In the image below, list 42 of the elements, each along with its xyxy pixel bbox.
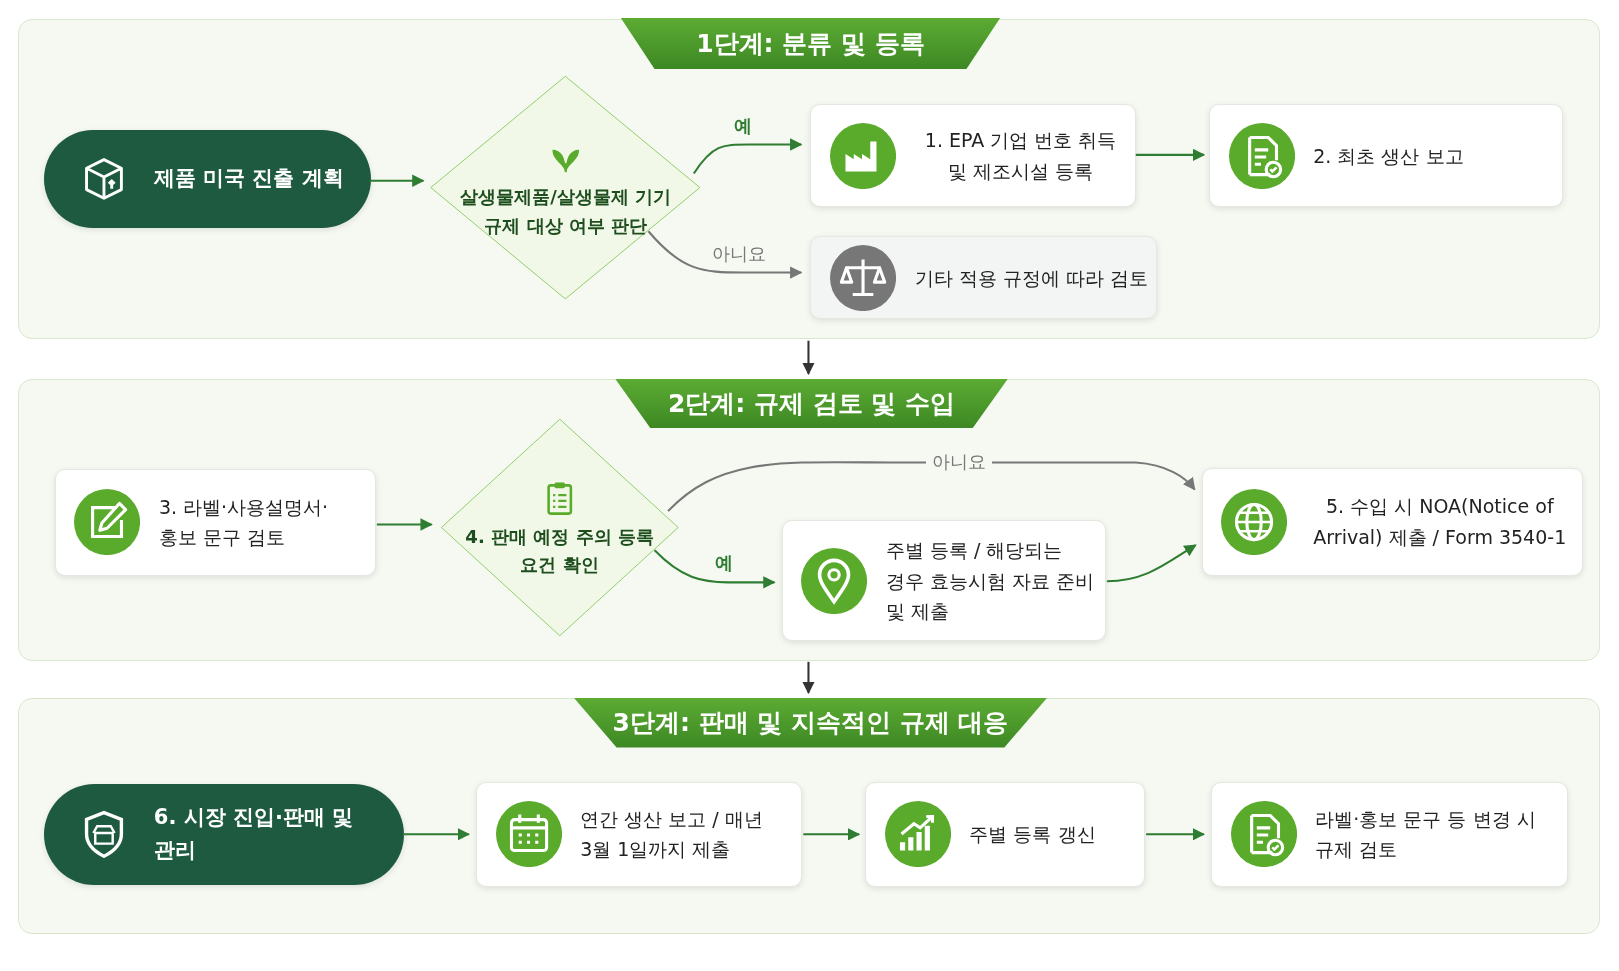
step-text: 1. EPA 기업 번호 취득 및 제조시설 등록 bbox=[923, 128, 1118, 184]
step-text: 라벨·홍보 문구 등 변경 시 규제 검토 bbox=[1315, 806, 1537, 863]
step-text: 주별 등록 갱신 bbox=[969, 822, 1097, 848]
step-text: 주별 등록 / 해당되는 경우 효능시험 자료 준비 및 제출 bbox=[885, 538, 1095, 624]
stage-heading: 3단계: 판매 및 지속적인 규제 대응 bbox=[574, 697, 1047, 748]
decision-diamond bbox=[438, 417, 681, 639]
stage-heading: 2단계: 규제 검토 및 수입 bbox=[615, 378, 1008, 429]
arrow bbox=[802, 661, 815, 695]
arrow bbox=[376, 518, 433, 531]
stage-panel bbox=[17, 18, 1601, 339]
step-box bbox=[475, 781, 803, 887]
step-box bbox=[810, 104, 1136, 208]
arrow bbox=[369, 174, 425, 187]
arrow bbox=[803, 828, 861, 841]
step-text: 2. 최초 생산 보고 bbox=[1313, 143, 1465, 169]
step-text: 연간 생산 보고 / 매년 3월 1일까지 제출 bbox=[580, 806, 764, 863]
arrow bbox=[1106, 544, 1197, 583]
decision-text: 살생물제품/살생물제 기기 규제 대상 여부 판단 bbox=[459, 184, 673, 238]
arrow bbox=[1146, 828, 1206, 841]
arrow bbox=[402, 828, 470, 841]
step-box bbox=[810, 236, 1158, 319]
step-text: 기타 적용 규정에 따라 검토 bbox=[914, 265, 1149, 291]
step-text: 3. 라벨·사용설명서· 홍보 문구 검토 bbox=[158, 495, 330, 551]
arrow bbox=[653, 549, 776, 589]
step-box bbox=[54, 468, 376, 577]
stage-heading: 1단계: 분류 및 등록 bbox=[620, 17, 1001, 70]
arrow bbox=[693, 138, 803, 175]
step-box bbox=[1211, 781, 1569, 887]
step-text: 제품 미국 진출 계획 bbox=[153, 165, 345, 193]
decision-text: 4. 판매 예정 주의 등록 요건 확인 bbox=[464, 524, 655, 578]
step-box bbox=[1201, 467, 1583, 577]
step-box bbox=[865, 781, 1145, 887]
arrow bbox=[802, 340, 815, 375]
stage-panel bbox=[17, 698, 1601, 935]
stage-panel bbox=[17, 378, 1601, 661]
step-text: 6. 시장 진입·판매 및 관리 bbox=[153, 803, 355, 865]
step-box bbox=[781, 520, 1106, 642]
arrow bbox=[1135, 148, 1206, 162]
arrow bbox=[647, 230, 803, 279]
step-text: 5. 수입 시 NOA(Notice of Arrival) 제출 / Form 3540-1 bbox=[1312, 494, 1568, 550]
step-box bbox=[1209, 104, 1564, 208]
arrow bbox=[667, 461, 1196, 512]
